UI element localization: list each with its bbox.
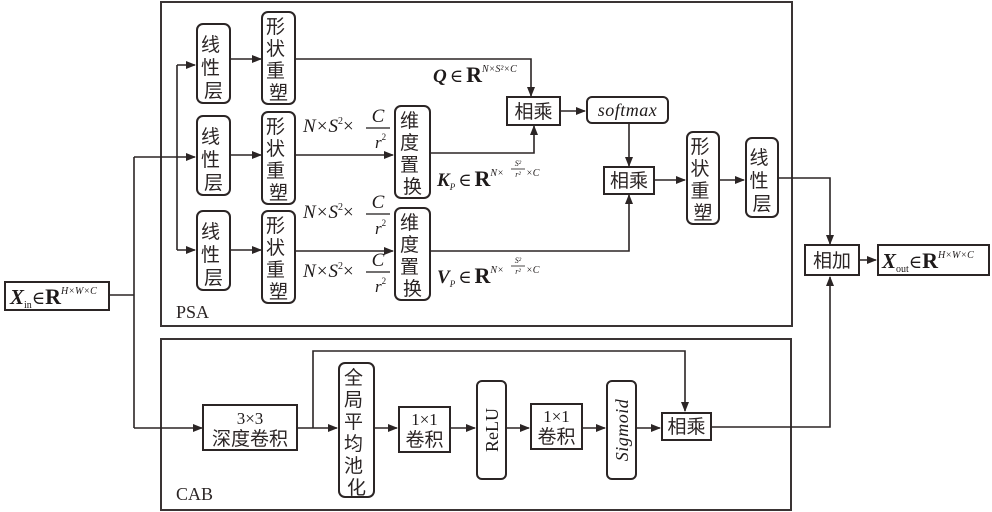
reshape-3-label: 形 状 重 塑	[266, 215, 291, 303]
svg-text:C: C	[372, 250, 385, 271]
conv-1x1-b: 1×1 卷积	[530, 403, 583, 450]
svg-text:r2: r2	[375, 132, 386, 152]
depthwise-conv-3x3: 3×3 深度卷积	[202, 404, 298, 451]
global-avg-pool: 全 局 平 均 池 化	[338, 362, 375, 499]
matmul-qk: 相乘	[506, 96, 561, 126]
linear-layer-out-label: 线 性 层	[749, 147, 774, 215]
reshape-1: 形 状 重 塑	[261, 11, 296, 105]
relu-node: ReLU	[476, 380, 507, 480]
vp-to-matmul-arrow	[430, 194, 633, 252]
reshape-3: 形 状 重 塑	[261, 210, 296, 304]
add-node: 相加	[804, 244, 860, 276]
svg-text:C: C	[372, 192, 385, 213]
svg-text:r²: r²	[515, 170, 521, 179]
transpose-v-label: 维 度 置 换	[400, 212, 425, 300]
transpose-k: 维 度 置 换	[394, 105, 431, 199]
linear-layer-3-label: 线 性 层	[201, 221, 226, 289]
skip-to-cab-matmul-arrow	[312, 350, 689, 428]
matmul-cab: 相乘	[661, 412, 712, 441]
linear-layer-1-label: 线 性 层	[201, 34, 226, 102]
cab-label: CAB	[176, 484, 213, 504]
output-node: Xout∈RH×W×C	[877, 244, 990, 276]
linear-layer-2-label: 线 性 层	[201, 126, 226, 194]
svg-text:r2: r2	[375, 276, 386, 296]
svg-text:S²: S²	[515, 159, 522, 168]
softmax-node: softmax	[586, 96, 669, 124]
svg-text:KP∈RN×: KP∈RN×	[436, 166, 504, 192]
output-label: Xout∈RH×W×C	[881, 248, 974, 275]
svg-text:N×S2×: N×S2×	[302, 116, 354, 137]
matmul-av-label: 相乘	[610, 170, 648, 192]
dim-annotation-k: N×S2× C r2	[302, 106, 390, 152]
svg-text:N×S2×: N×S2×	[302, 202, 354, 223]
psa-label: PSA	[176, 302, 209, 322]
conv2-kernel-label: 1×1	[543, 407, 570, 426]
kp-label: KP∈RN× S² r² ×C	[436, 159, 540, 192]
q-label: Q∈RN×S²×C	[433, 62, 517, 87]
cab-to-add-arrow	[711, 276, 834, 428]
matmul-cab-label: 相乘	[667, 416, 705, 438]
psa-frame	[160, 1, 793, 327]
conv2-name-label: 卷积	[537, 426, 575, 448]
svg-text:VP∈RN×: VP∈RN×	[437, 263, 504, 289]
add-label: 相加	[813, 250, 851, 272]
vp-label: VP∈RN× S² r² ×C	[437, 256, 540, 289]
svg-text:r²: r²	[515, 267, 521, 276]
svg-text:N×S2×: N×S2×	[302, 261, 354, 282]
svg-text:×C: ×C	[526, 265, 540, 276]
connections	[110, 55, 877, 432]
matmul-qk-label: 相乘	[514, 101, 552, 123]
transpose-v: 维 度 置 换	[394, 207, 431, 301]
reshape-out: 形 状 重 塑	[686, 131, 720, 225]
sigmoid-label: Sigmoid	[612, 398, 632, 461]
relu-label: ReLU	[482, 408, 502, 452]
conv1-name-label: 卷积	[405, 429, 443, 451]
conv-1x1-a: 1×1 卷积	[398, 406, 451, 453]
dim-annotation-v-out: N×S2× C r2	[302, 250, 390, 296]
transpose-k-label: 维 度 置 换	[400, 110, 425, 198]
input-node: Xin∈RH×W×C	[4, 281, 110, 311]
q-to-matmul-arrow	[296, 58, 535, 97]
dim-annotation-v-in: N×S2× C r2	[302, 192, 390, 238]
cab-frame	[160, 338, 792, 511]
svg-text:C: C	[372, 106, 385, 127]
linear-layer-2: 线 性 层	[196, 115, 231, 196]
svg-text:r2: r2	[375, 218, 386, 238]
linear-layer-out: 线 性 层	[745, 137, 779, 218]
conv1-kernel-label: 1×1	[411, 410, 438, 429]
linear-layer-1: 线 性 层	[196, 23, 231, 104]
linear-layer-3: 线 性 层	[196, 210, 231, 291]
svg-text:×C: ×C	[526, 168, 540, 179]
reshape-2: 形 状 重 塑	[261, 111, 296, 205]
softmax-label: softmax	[598, 100, 658, 120]
kp-to-matmul-arrow	[430, 125, 538, 154]
psa-to-add-arrow	[778, 177, 834, 245]
dwconv-kernel-label: 3×3	[237, 409, 264, 428]
dwconv-name-label: 深度卷积	[212, 428, 288, 450]
matmul-av: 相乘	[603, 166, 655, 195]
sigmoid-node: Sigmoid	[606, 380, 637, 480]
svg-text:S²: S²	[515, 256, 522, 265]
input-label: Xin∈RH×W×C	[9, 284, 97, 311]
reshape-2-label: 形 状 重 塑	[266, 116, 291, 204]
reshape-1-label: 形 状 重 塑	[266, 16, 291, 104]
global-avg-pool-label: 全 局 平 均 池 化	[344, 367, 369, 499]
reshape-out-label: 形 状 重 塑	[690, 136, 715, 224]
